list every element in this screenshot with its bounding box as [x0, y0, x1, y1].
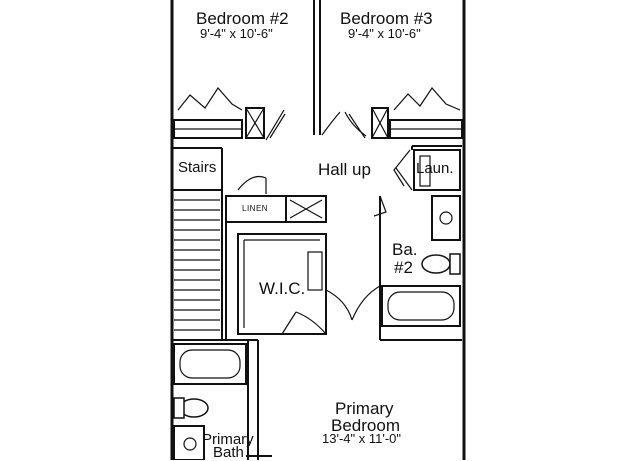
primary-bedroom-label-line1: Primary [335, 399, 394, 418]
linen-label: LINEN [242, 204, 269, 213]
laundry-label: Laun. [416, 160, 454, 177]
bath2-fixtures [351, 195, 462, 341]
stairs [172, 189, 258, 341]
hall-label: Hall up [318, 160, 371, 179]
wic-label: W.I.C. [259, 279, 306, 298]
bath2-label-line2: #2 [394, 258, 413, 277]
bedroom2-closet [173, 87, 286, 141]
primary-bath-label-line2: Bath [213, 444, 244, 461]
bedroom2-title: Bedroom #2 [196, 9, 289, 28]
bath2-label-line1: Ba. [392, 240, 418, 259]
bedroom-divider-wall [313, 0, 321, 135]
primary-bath-fixtures [173, 340, 272, 460]
stairs-label: Stairs [178, 159, 217, 176]
primary-bedroom-label-line2: Bedroom [331, 416, 400, 435]
linen-and-wic [225, 175, 353, 340]
bedroom3-dimensions: 9'-4" x 10'-6" [348, 26, 421, 41]
bedroom3-closet [321, 87, 463, 139]
exterior-walls [170, 0, 466, 460]
primary-bath-label-line1: Primary [202, 431, 254, 448]
laundry-closet [393, 149, 461, 191]
hall-walls [172, 145, 462, 190]
bedroom3-title: Bedroom #3 [340, 9, 433, 28]
primary-bedroom-dimensions: 13'-4" x 11'-0" [322, 431, 401, 446]
bedroom2-dimensions: 9'-4" x 10'-6" [200, 26, 273, 41]
